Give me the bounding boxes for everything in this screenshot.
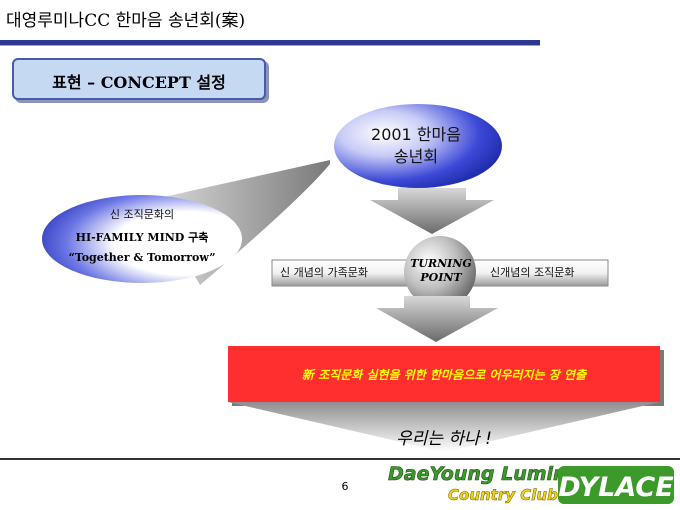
slogan-text: 우리는 하나 !: [396, 429, 492, 449]
org-culture-label: 신개념의 조직문화: [490, 266, 575, 279]
mind-line-2: HI-FAMILY MIND 구축: [75, 231, 209, 244]
page-title: 대영루미나CC 한마음 송년회(案): [6, 11, 246, 31]
footer-rule: [0, 458, 680, 460]
funnel-triangle: [228, 402, 660, 452]
turning-line-1: TURNING: [410, 257, 472, 270]
turning-point-sphere: [404, 236, 476, 308]
page-number: 6: [341, 480, 349, 493]
title-underline: [0, 40, 540, 45]
mind-line-3: “Together & Tomorrow”: [68, 251, 216, 264]
down-arrow-top: [370, 188, 494, 234]
logo-line-1: DaeYoung Lumina: [388, 463, 579, 485]
mind-line-1: 신 조직문화의: [109, 208, 175, 221]
logo-line-2: Country Club: [448, 486, 558, 504]
family-culture-label: 신 개념의 가족문화: [280, 266, 368, 279]
concept-heading-label: 표현 – CONCEPT 설정: [52, 73, 226, 92]
concept-heading-box: 표현 – CONCEPT 설정: [12, 58, 266, 100]
event-title: 2001 한마음 송년회: [336, 124, 496, 168]
logo-brand: DYLACE: [558, 472, 674, 503]
mind-bubble: [42, 195, 242, 283]
turning-line-2: POINT: [420, 271, 462, 284]
event-line-1: 2001 한마음: [371, 125, 461, 144]
turning-point-text: TURNING POINT: [404, 257, 478, 285]
mind-bubble-text: 신 조직문화의 HI-FAMILY MIND 구축 “Together & To…: [44, 196, 240, 282]
event-line-2: 송년회: [393, 147, 439, 166]
goal-banner: 新 조직문화 실현을 위한 한마음으로 어우러지는 장 연출: [228, 346, 660, 402]
logo-badge: [558, 466, 674, 504]
event-ellipse: [334, 104, 502, 188]
goal-banner-text: 新 조직문화 실현을 위한 한마음으로 어우러지는 장 연출: [301, 368, 587, 382]
title-underline-thin: [0, 45, 540, 46]
club-logo: DaeYoung Lumina Country Club DYLACE: [388, 463, 675, 505]
down-arrow-bottom: [376, 296, 498, 342]
